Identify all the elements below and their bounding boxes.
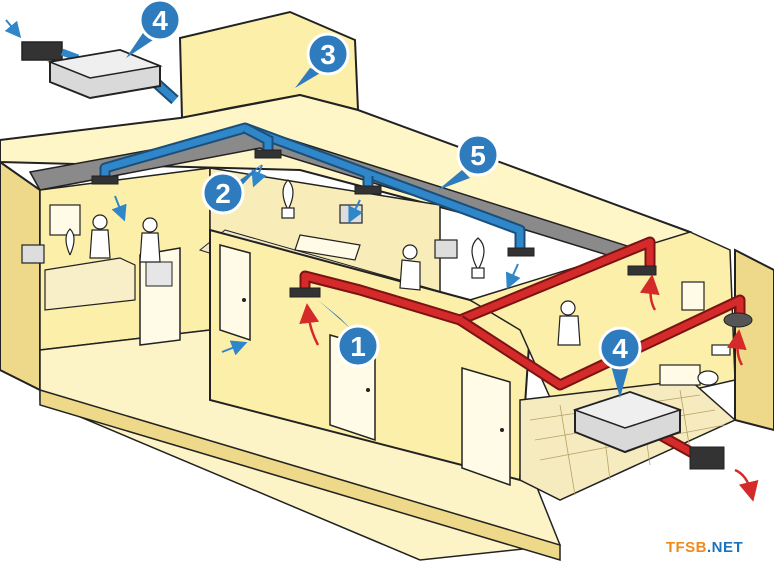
sink	[711, 344, 731, 356]
svg-text:2: 2	[215, 178, 231, 209]
svg-text:1: 1	[350, 331, 366, 362]
person-right-office	[560, 300, 576, 316]
left-outer-wall	[0, 160, 41, 392]
door-right	[461, 367, 511, 487]
callout-4-main: 4	[598, 326, 642, 398]
monitor-office-2	[434, 239, 458, 259]
callout-4-attic: 4	[126, 0, 182, 58]
extract-arrow-1	[299, 303, 320, 346]
svg-text:4: 4	[612, 333, 628, 364]
right-outer-wall	[734, 248, 774, 432]
callout-5: 5	[438, 133, 500, 190]
toilet	[697, 370, 719, 386]
extract-arrow-3	[726, 329, 747, 366]
exhaust-louvre	[689, 446, 725, 470]
reception-desk	[44, 257, 136, 311]
attic-intake-louvre	[21, 41, 63, 61]
plant-1	[281, 179, 295, 219]
person-visitor	[142, 217, 158, 233]
callouts: 1 2 3 4 4 5	[126, 0, 642, 398]
plant-2	[471, 237, 485, 279]
exhaust-arrow	[734, 468, 759, 502]
bookshelf	[49, 204, 81, 236]
supply-arrow-2	[251, 164, 267, 188]
furniture	[21, 179, 731, 386]
extract-grille-3	[723, 312, 753, 328]
monitor-office-1	[339, 204, 363, 224]
ventilation-unit-main	[572, 390, 683, 454]
supply-diffuser-2	[254, 149, 282, 159]
intake-arrow	[4, 19, 22, 39]
callout-2: 2	[201, 164, 262, 215]
supply-ductwork	[4, 19, 535, 356]
person-receptionist	[92, 214, 108, 230]
supply-diffuser-3	[354, 185, 382, 195]
watermark-part2: .NET	[707, 539, 743, 556]
supply-diffuser-1	[91, 175, 119, 185]
supply-arrow-3	[348, 199, 363, 224]
monitor-reception	[21, 244, 45, 264]
callout-1: 1	[318, 300, 380, 368]
ventilation-unit-attic	[21, 41, 163, 100]
extract-grille-2	[627, 265, 657, 276]
svg-text:3: 3	[320, 39, 336, 70]
bath-cabinet	[659, 364, 701, 386]
watermark: TFSB .NET	[666, 539, 743, 556]
svg-text:4: 4	[152, 5, 168, 36]
callout-3: 3	[295, 32, 350, 88]
extract-grille-1	[289, 287, 321, 298]
front-slab-edge	[39, 388, 561, 562]
reception-wall	[39, 167, 211, 351]
plant-3	[65, 228, 75, 256]
watermark-part1: TFSB	[666, 539, 707, 556]
extract-ductwork	[289, 236, 759, 502]
doors	[139, 244, 511, 487]
supply-arrow-4	[505, 263, 521, 290]
door-left	[219, 244, 251, 342]
window-right	[681, 281, 705, 311]
extract-arrow-2	[639, 274, 660, 311]
supply-arrow-5	[221, 340, 248, 356]
supply-diffuser-4	[507, 247, 535, 257]
office-desk-1	[294, 234, 361, 261]
person-office-1	[402, 244, 418, 260]
supply-arrow-1	[111, 195, 127, 222]
svg-text:5: 5	[470, 140, 486, 171]
